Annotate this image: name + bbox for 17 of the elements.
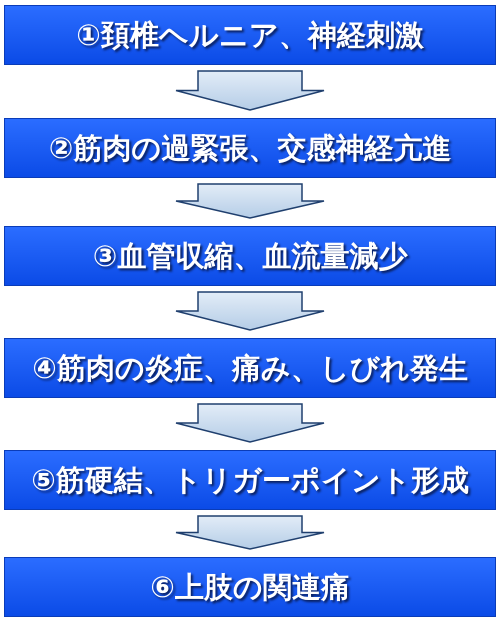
- step-text: ②筋肉の過緊張、交感神経亢進: [48, 134, 452, 162]
- step-box: [4, 338, 496, 398]
- step-text: ③血管収縮、血流量減少: [92, 242, 408, 270]
- step-text: ①頚椎ヘルニア、神経刺激: [76, 20, 424, 50]
- block-arrow: [175, 515, 325, 550]
- step-box: [4, 118, 496, 178]
- step-text: ④筋肉の炎症、痛み、しびれ発生: [32, 354, 468, 382]
- step-box: [4, 5, 496, 65]
- step-box: [4, 450, 496, 510]
- block-arrow: [175, 70, 325, 111]
- block-arrow: [175, 183, 325, 219]
- step-box: [4, 226, 496, 286]
- step-text: ⑥上肢の関連痛: [150, 572, 350, 602]
- block-arrow: [175, 291, 325, 331]
- block-arrow: [175, 403, 325, 443]
- step-box: [4, 557, 496, 617]
- step-text: ⑤筋硬結、トリガーポイント形成: [31, 466, 469, 494]
